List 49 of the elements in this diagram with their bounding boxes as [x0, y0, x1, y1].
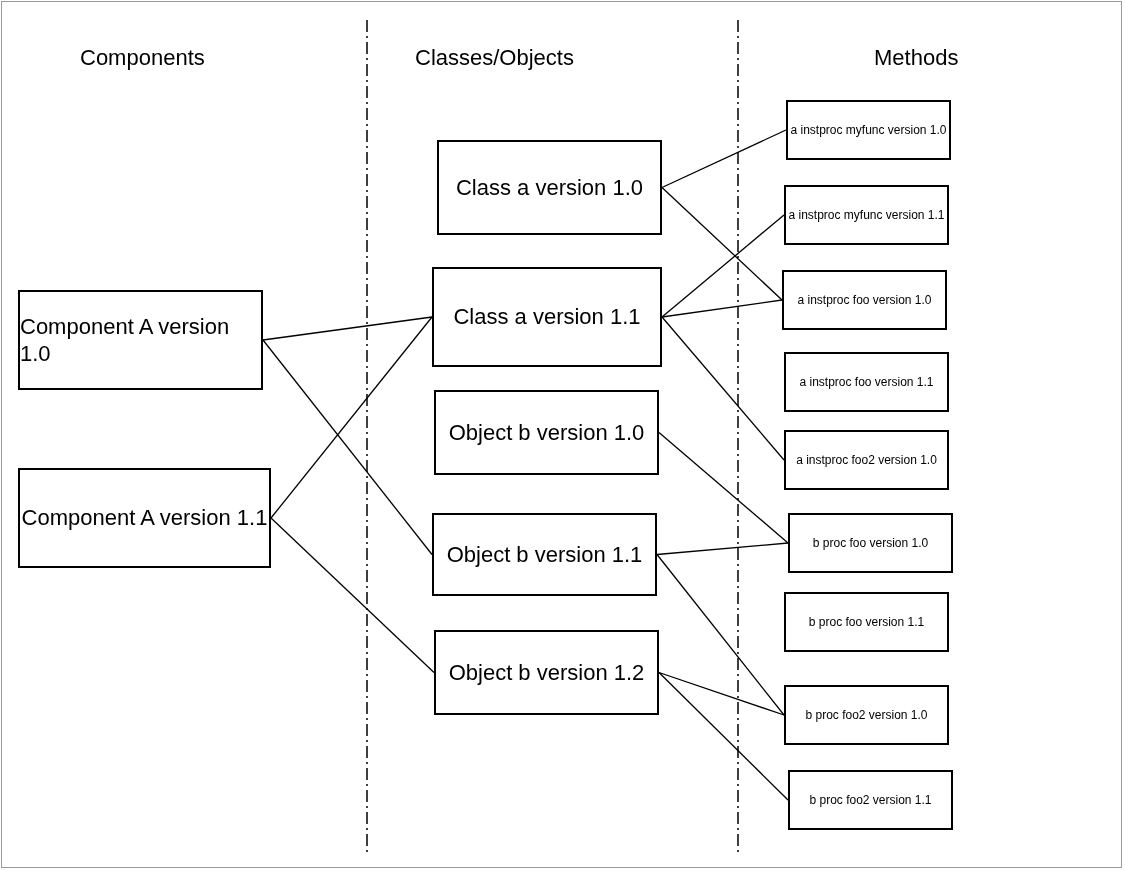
version-box	[784, 685, 949, 745]
box-label: a instproc foo version 1.0	[797, 292, 932, 308]
connector-line	[658, 671, 789, 801]
version-box	[432, 267, 662, 367]
box-label: b proc foo version 1.1	[808, 614, 925, 630]
version-box	[18, 290, 263, 390]
connector-line	[262, 316, 433, 341]
connector-line	[661, 186, 783, 301]
connector-line	[656, 553, 785, 716]
connector-line	[270, 517, 435, 674]
box-label: Object b version 1.1	[446, 540, 643, 569]
box-label: Object b version 1.0	[448, 418, 645, 447]
box-label: a instproc myfunc version 1.1	[788, 207, 945, 223]
version-box	[788, 770, 953, 830]
version-box	[784, 185, 949, 245]
version-box	[782, 270, 947, 330]
column-heading: Classes/Objects	[415, 45, 574, 71]
box-label: a instproc foo version 1.1	[799, 374, 934, 390]
connector-line	[270, 316, 433, 519]
box-label: Class a version 1.1	[453, 303, 641, 331]
box-label: b proc foo version 1.0	[812, 535, 929, 551]
box-label: Component A version 1.0	[20, 312, 231, 368]
version-box	[784, 592, 949, 652]
connector-line	[661, 129, 787, 189]
connector-line	[658, 671, 785, 716]
box-label: b proc foo2 version 1.0	[805, 707, 928, 723]
box-label: Object b version 1.2	[448, 658, 645, 687]
column-heading: Components	[80, 45, 205, 71]
version-box	[437, 140, 662, 235]
version-box	[784, 352, 949, 412]
connector-line	[661, 316, 785, 461]
box-label: a instproc foo2 version 1.0	[796, 452, 937, 468]
connector-line	[656, 542, 789, 556]
box-label: a instproc myfunc version 1.0	[790, 122, 947, 138]
connector-line	[661, 299, 783, 318]
version-box	[434, 630, 659, 715]
version-box	[786, 100, 951, 160]
connector-line	[658, 431, 789, 544]
box-label: Class a version 1.0	[455, 173, 644, 202]
column-heading: Methods	[874, 45, 959, 71]
version-box	[784, 430, 949, 490]
version-box	[18, 468, 271, 568]
box-label: b proc foo2 version 1.1	[809, 792, 932, 808]
box-label: Component A version 1.1	[21, 504, 268, 532]
connector-line	[661, 214, 785, 318]
version-box	[788, 513, 953, 573]
version-box	[434, 390, 659, 475]
connector-line	[262, 339, 433, 556]
version-box	[432, 513, 657, 596]
